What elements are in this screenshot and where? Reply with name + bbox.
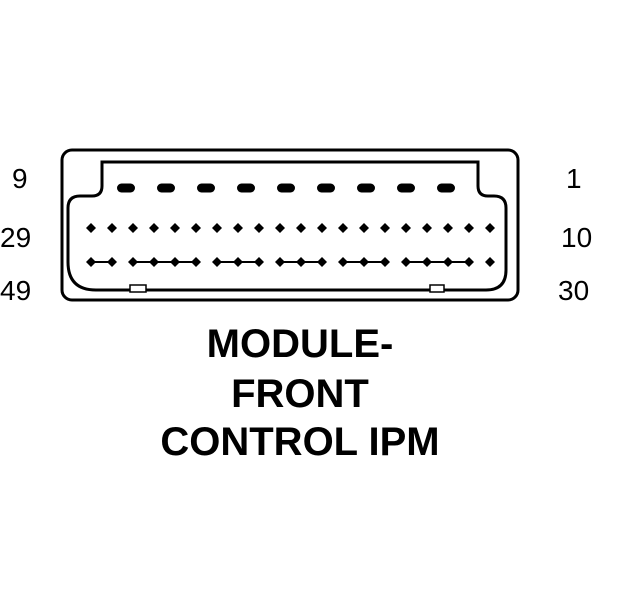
pin-top-7 xyxy=(357,183,375,193)
connector-cavity xyxy=(66,160,508,292)
pin-top-4 xyxy=(237,183,255,193)
caption-line-1: MODULE- xyxy=(206,322,394,366)
pin-top-2 xyxy=(157,183,175,193)
pin-middle-3 xyxy=(128,223,138,233)
pin-bottom-11 xyxy=(296,257,306,267)
pin-bottom-13 xyxy=(338,257,348,267)
pin-top-1 xyxy=(117,183,135,193)
bottom-row-pins xyxy=(86,257,495,267)
pin-middle-6 xyxy=(191,223,201,233)
pin-middle-11 xyxy=(296,223,306,233)
pin-middle-12 xyxy=(317,223,327,233)
pin-middle-1 xyxy=(86,223,96,233)
pin-middle-18 xyxy=(443,223,453,233)
pin-bottom-20 xyxy=(485,257,495,267)
pin-middle-8 xyxy=(233,223,243,233)
pin-bottom-17 xyxy=(422,257,432,267)
pin-middle-7 xyxy=(212,223,222,233)
middle-row-pins xyxy=(86,223,495,233)
pin-bottom-14 xyxy=(359,257,369,267)
pin-middle-19 xyxy=(464,223,474,233)
pin-middle-9 xyxy=(254,223,264,233)
pin-middle-16 xyxy=(401,223,411,233)
pin-bottom-10 xyxy=(275,257,285,267)
latch-tab-left xyxy=(129,284,147,293)
pin-middle-17 xyxy=(422,223,432,233)
pin-bottom-1 xyxy=(86,257,96,267)
pin-label-top-left: 9 xyxy=(12,163,28,194)
top-row-pins xyxy=(117,183,455,193)
pin-label-bottom-right: 30 xyxy=(558,275,590,306)
pin-top-5 xyxy=(277,183,295,193)
pin-bottom-8 xyxy=(233,257,243,267)
pin-top-8 xyxy=(397,183,415,193)
pin-middle-13 xyxy=(338,223,348,233)
pin-top-6 xyxy=(317,183,335,193)
pin-bottom-9 xyxy=(254,257,264,267)
latch-tab-right xyxy=(429,284,445,293)
pin-middle-14 xyxy=(359,223,369,233)
pin-middle-20 xyxy=(485,223,495,233)
pin-bottom-19 xyxy=(464,257,474,267)
pin-bottom-5 xyxy=(170,257,180,267)
pin-bottom-18 xyxy=(443,257,453,267)
connector-housing xyxy=(60,148,520,302)
pin-bottom-15 xyxy=(380,257,390,267)
pin-bottom-6 xyxy=(191,257,201,267)
pin-middle-4 xyxy=(149,223,159,233)
pin-label-middle-right: 10 xyxy=(561,222,593,253)
pin-bottom-3 xyxy=(128,257,138,267)
pin-top-3 xyxy=(197,183,215,193)
pin-middle-10 xyxy=(275,223,285,233)
pin-bottom-4 xyxy=(149,257,159,267)
caption-line-3: CONTROL IPM xyxy=(160,420,440,464)
pin-top-9 xyxy=(437,183,455,193)
pin-bottom-2 xyxy=(107,257,117,267)
pin-bottom-16 xyxy=(401,257,411,267)
pin-bottom-12 xyxy=(317,257,327,267)
pin-middle-15 xyxy=(380,223,390,233)
pin-bottom-7 xyxy=(212,257,222,267)
caption-line-2: FRONT xyxy=(231,372,369,416)
pin-label-middle-left: 29 xyxy=(0,222,32,253)
pin-middle-2 xyxy=(107,223,117,233)
pin-middle-5 xyxy=(170,223,180,233)
pin-label-top-right: 1 xyxy=(566,163,582,194)
pin-label-bottom-left: 49 xyxy=(0,275,32,306)
